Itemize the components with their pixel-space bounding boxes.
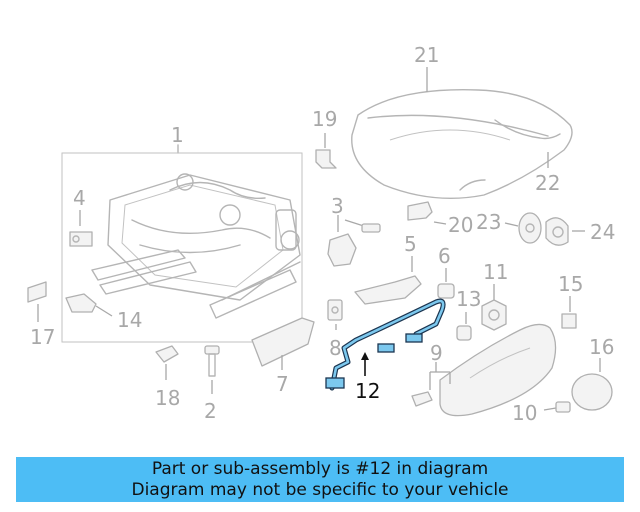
callout-14: 14 bbox=[117, 308, 142, 332]
bolt-6 bbox=[437, 268, 455, 299]
trim-7 bbox=[251, 317, 315, 370]
callout-10: 10 bbox=[512, 401, 537, 425]
bracket-3 bbox=[327, 215, 381, 267]
callout-11: 11 bbox=[483, 260, 508, 284]
callout-9: 9 bbox=[430, 341, 443, 365]
callout-3: 3 bbox=[331, 194, 344, 218]
callout-24: 24 bbox=[590, 220, 615, 244]
bolt-13 bbox=[456, 312, 472, 341]
callout-20: 20 bbox=[448, 213, 473, 237]
parts-diagram: 1 21 22 19 20 23 24 3 bbox=[27, 43, 615, 425]
callout-2: 2 bbox=[204, 399, 217, 423]
screw-2 bbox=[204, 345, 220, 394]
clip-18 bbox=[155, 345, 179, 380]
bracket-5 bbox=[354, 256, 422, 305]
plate-11 bbox=[481, 284, 507, 331]
callout-16: 16 bbox=[589, 335, 614, 359]
seat-frame-assembly bbox=[61, 144, 303, 343]
cover-17 bbox=[27, 281, 47, 322]
info-banner: Part or sub-assembly is #12 in diagram D… bbox=[16, 457, 624, 502]
callout-21: 21 bbox=[414, 43, 439, 67]
callout-5: 5 bbox=[404, 232, 417, 256]
callout-7: 7 bbox=[276, 372, 289, 396]
callout-22: 22 bbox=[535, 171, 560, 195]
callout-19: 19 bbox=[312, 107, 337, 131]
callout-6: 6 bbox=[438, 244, 451, 268]
callout-8: 8 bbox=[329, 336, 342, 360]
clip-4 bbox=[69, 210, 93, 247]
callout-23: 23 bbox=[476, 210, 501, 234]
callout-18: 18 bbox=[155, 386, 180, 410]
seat-cushion bbox=[351, 67, 573, 200]
clip-15 bbox=[561, 296, 577, 329]
callout-17: 17 bbox=[30, 325, 55, 349]
cap-14 bbox=[65, 293, 113, 317]
callout-4: 4 bbox=[73, 186, 86, 210]
bracket-20 bbox=[407, 201, 447, 225]
banner-line-2: Diagram may not be specific to your vehi… bbox=[131, 480, 509, 500]
callout-12: 12 bbox=[355, 379, 380, 403]
knob-23 bbox=[504, 212, 542, 244]
banner-line-1: Part or sub-assembly is #12 in diagram bbox=[151, 459, 489, 479]
callout-13: 13 bbox=[456, 287, 481, 311]
highlighted-part-12 bbox=[325, 298, 446, 391]
callout-1: 1 bbox=[171, 123, 184, 147]
nut-8 bbox=[327, 299, 343, 330]
cover-16 bbox=[571, 358, 613, 411]
knob-24 bbox=[545, 217, 585, 246]
side-shield bbox=[411, 323, 571, 417]
callout-15: 15 bbox=[558, 272, 583, 296]
clip-19 bbox=[315, 133, 337, 169]
